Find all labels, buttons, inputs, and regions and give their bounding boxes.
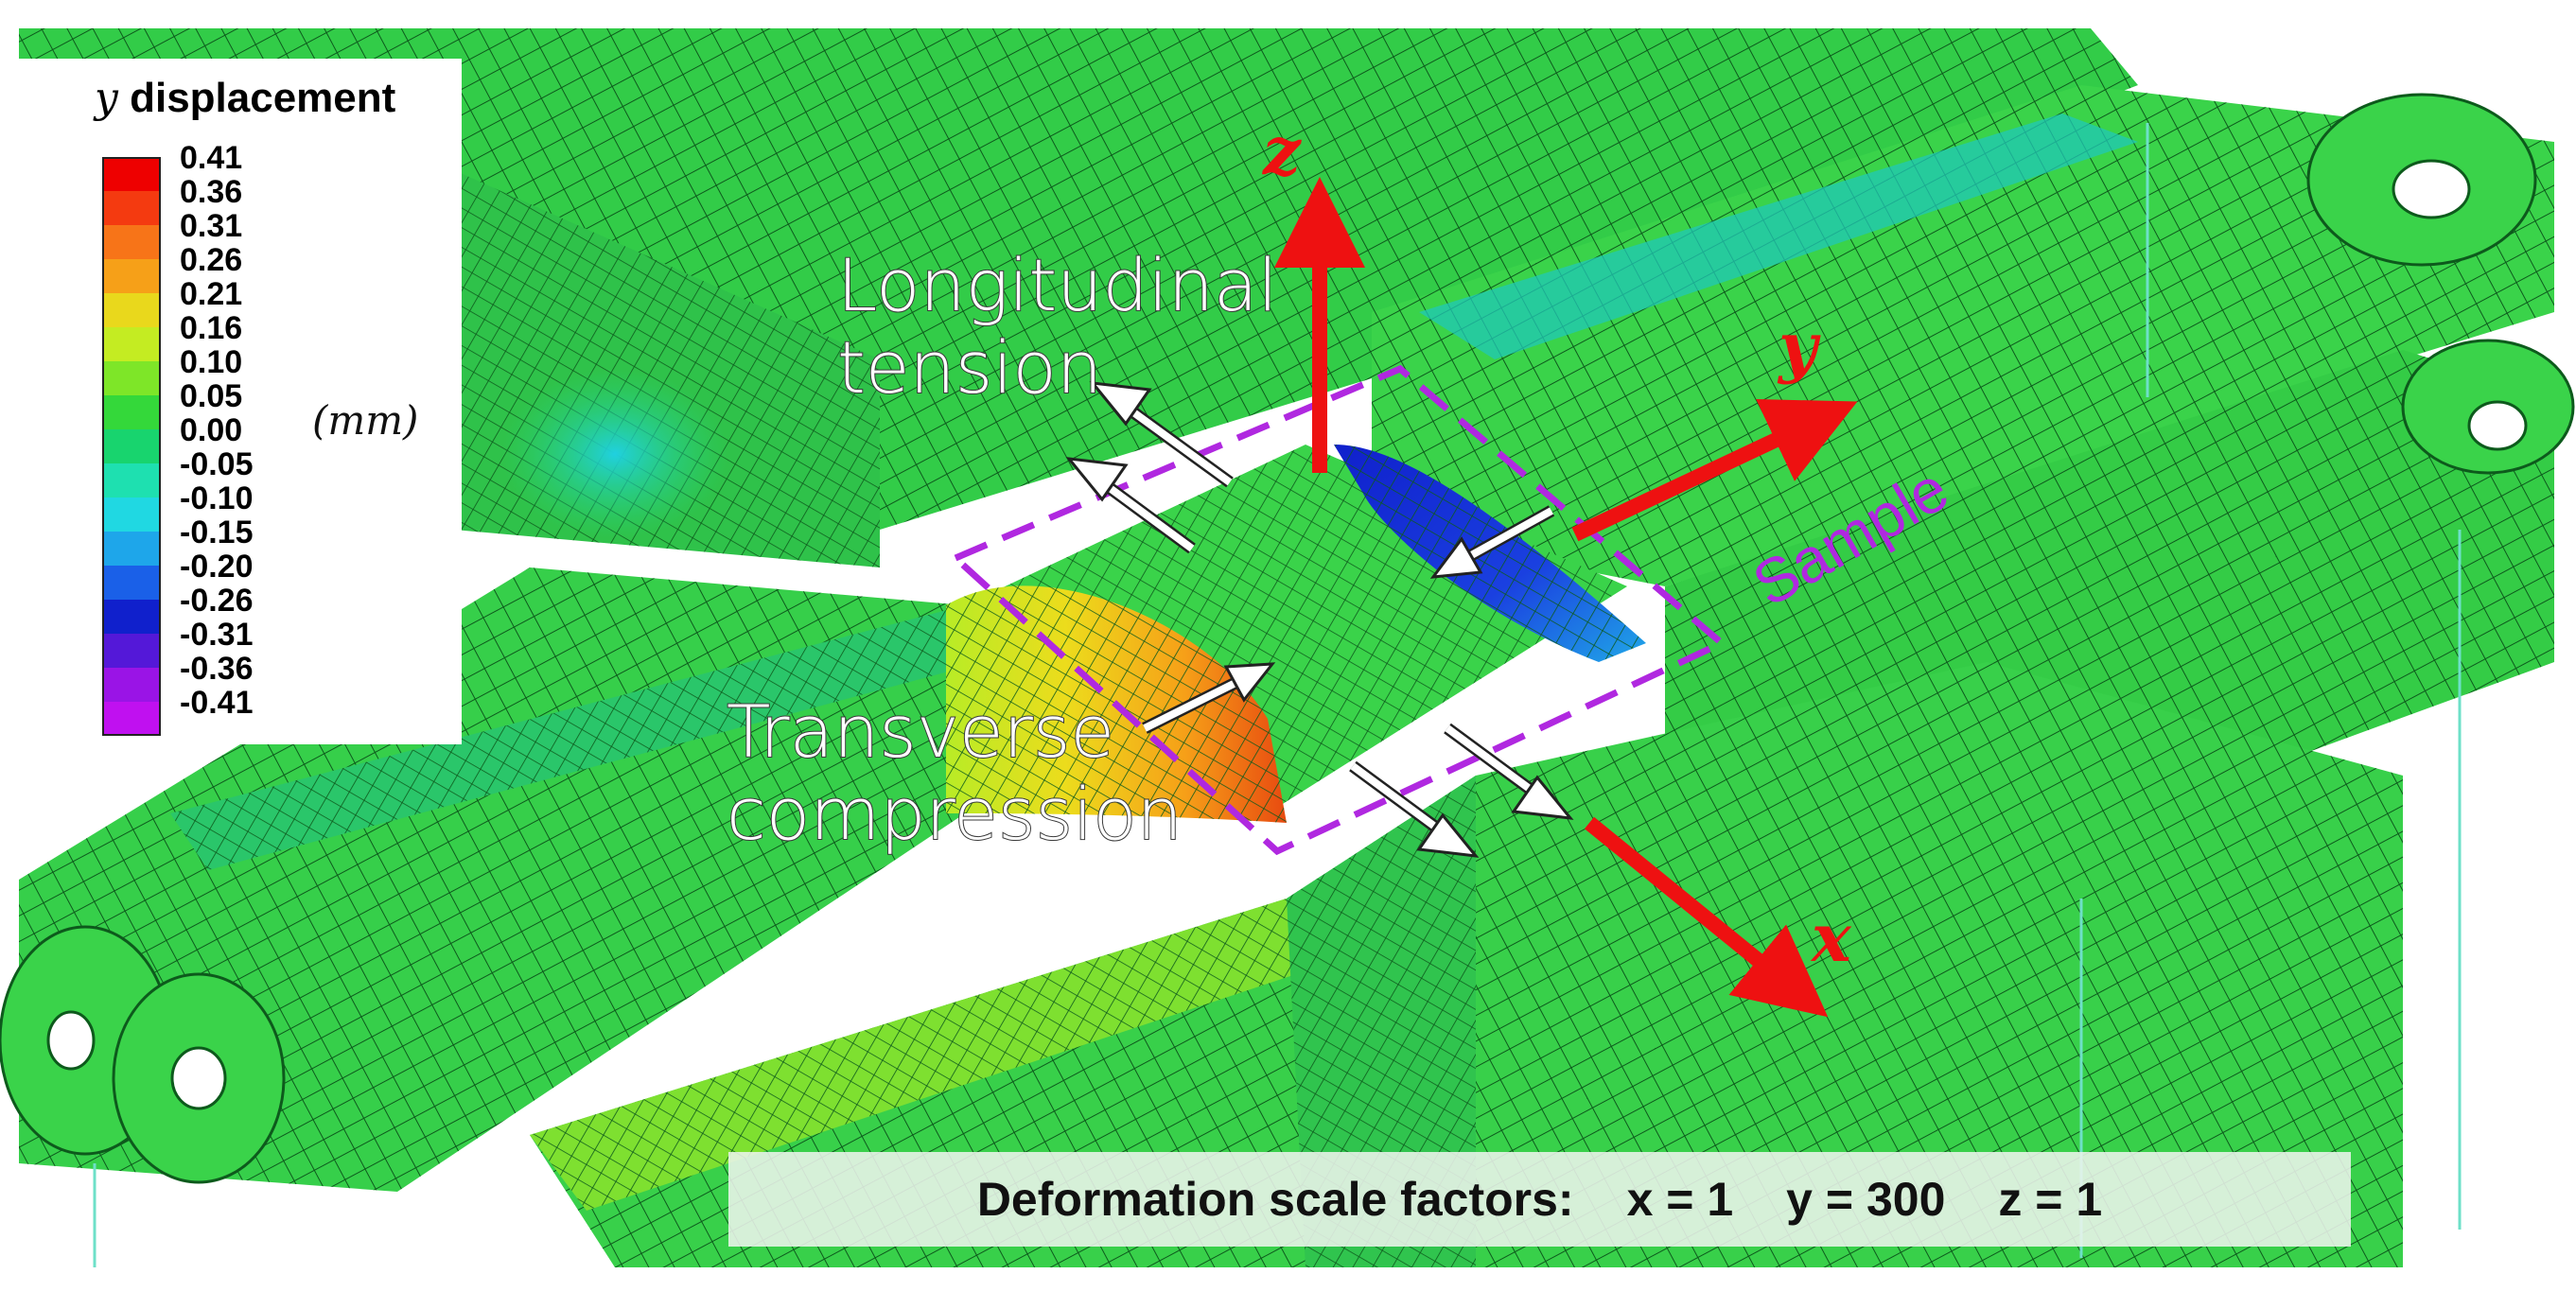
legend-value: 0.05: [180, 378, 243, 414]
right-upper-arm: [1372, 85, 2554, 586]
scale-caption-label: Deformation scale factors:: [976, 1173, 1574, 1226]
legend-value: 0.21: [180, 276, 243, 312]
compression-arrow-2: [1142, 662, 1276, 734]
legend-swatch: [102, 600, 161, 634]
legend-swatch: [102, 191, 161, 225]
legend-swatch: [102, 429, 161, 463]
scale-factor-y: y = 300: [1786, 1173, 1946, 1226]
legend-value: -0.36: [180, 651, 254, 687]
legend-value: 0.31: [180, 208, 243, 244]
y-axis-label: y: [1779, 307, 1817, 386]
longitudinal-label-line1: Longitudinal: [836, 243, 1279, 328]
legend-swatch: [102, 463, 161, 497]
longitudinal-label-line2: tension: [836, 325, 1103, 410]
legend-value: 0.00: [180, 412, 243, 448]
legend-title: y displacement: [95, 74, 395, 122]
longitudinal-tension-label: Longitudinal tension: [836, 243, 1279, 410]
legend-title-text: displacement: [130, 75, 396, 121]
upper-block: [19, 28, 2138, 567]
tension-arrow-3: [1444, 723, 1574, 820]
left-arm: [0, 567, 984, 1192]
transverse-label-line2: compression: [726, 772, 1183, 857]
legend-swatch: [102, 634, 161, 668]
legend-swatch: [102, 566, 161, 600]
legend-value: 0.36: [180, 174, 243, 210]
legend-panel: [17, 59, 462, 744]
legend-swatch: [102, 327, 161, 361]
tension-arrow-1: [1089, 381, 1234, 488]
legend-value: -0.26: [180, 583, 254, 619]
legend-swatch: [102, 532, 161, 566]
legend-value: 0.16: [180, 310, 243, 346]
legend-value: 0.10: [180, 344, 243, 380]
legend-swatch: [102, 293, 161, 327]
compression-arrow-1: [1429, 505, 1555, 579]
legend-title-variable: y: [95, 74, 118, 122]
transverse-label-line1: Transverse: [726, 689, 1115, 775]
legend-color-bar: [102, 157, 161, 736]
sample-outline: [949, 364, 1728, 856]
x-axis-arrow: [1584, 816, 1829, 1018]
legend-value: -0.15: [180, 515, 254, 550]
legend-swatch: [102, 361, 161, 395]
legend-swatch: [102, 395, 161, 429]
legend-swatch: [102, 497, 161, 532]
tension-arrow-2: [1065, 457, 1196, 554]
legend-value: -0.05: [180, 446, 254, 482]
legend-swatch: [102, 702, 161, 736]
lower-block: [530, 662, 2403, 1267]
y-axis-arrow: [1571, 399, 1858, 542]
transverse-compression-label: Transverse compression: [726, 689, 1183, 857]
legend-value: -0.10: [180, 480, 254, 516]
axis-arrows: [1274, 177, 1858, 1018]
legend-swatch: [102, 225, 161, 259]
legend-value: 0.26: [180, 242, 243, 278]
legend-value: 0.41: [180, 140, 243, 176]
deformation-scale-caption: Deformation scale factors: x = 1 y = 300…: [728, 1152, 2351, 1247]
legend-value: -0.20: [180, 549, 254, 585]
legend-swatch: [102, 668, 161, 702]
legend-swatch: [102, 259, 161, 293]
tension-arrow-4: [1349, 760, 1480, 858]
load-arrows: [1065, 381, 1574, 858]
legend-value: -0.41: [180, 685, 254, 721]
scale-factor-x: x = 1: [1626, 1173, 1734, 1226]
legend-unit: (mm): [312, 397, 419, 444]
z-axis-label: z: [1263, 112, 1301, 190]
legend-swatch: [102, 157, 161, 191]
x-axis-label: x: [1812, 899, 1851, 977]
legend-value: -0.31: [180, 617, 254, 653]
scale-factor-z: z = 1: [1998, 1173, 2103, 1226]
